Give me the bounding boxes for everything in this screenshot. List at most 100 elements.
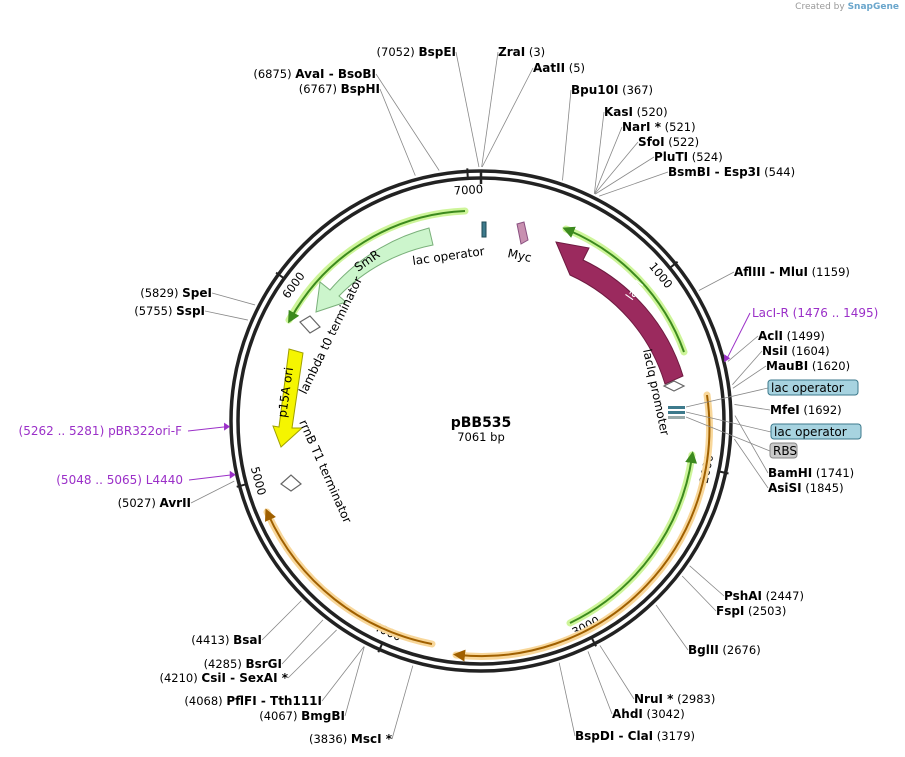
site-leader-line bbox=[379, 88, 416, 176]
boxed-leader-line bbox=[685, 411, 772, 433]
restriction-site-label[interactable]: NruI * (2983) bbox=[634, 692, 715, 706]
restriction-site-label[interactable]: (5829) SpeI bbox=[140, 286, 212, 300]
site-leader-line bbox=[594, 156, 655, 195]
restriction-site-label[interactable]: ZraI (3) bbox=[498, 45, 545, 59]
restriction-site-label[interactable]: (6767) BspHI bbox=[299, 82, 380, 96]
orange-orf-arrow bbox=[453, 394, 711, 662]
site-leader-line bbox=[734, 438, 769, 489]
tick-mark bbox=[466, 168, 469, 179]
restriction-site-label[interactable]: (4413) BsaI bbox=[191, 633, 262, 647]
restriction-site-label[interactable]: (5755) SspI bbox=[134, 304, 205, 318]
site-leader-line bbox=[375, 73, 440, 171]
boxed-leader-line bbox=[685, 387, 769, 408]
site-leader-line bbox=[599, 171, 669, 197]
restriction-site-label[interactable]: FspI (2503) bbox=[716, 604, 786, 618]
lacIq-promoter-arrow[interactable] bbox=[662, 380, 686, 392]
restriction-site-label[interactable]: KasI (520) bbox=[604, 105, 668, 119]
restriction-site-label[interactable]: (5027) AvrII bbox=[118, 496, 191, 510]
site-leader-line bbox=[594, 126, 623, 194]
site-leader-line bbox=[681, 575, 717, 612]
tick-label: 7000 bbox=[453, 182, 483, 198]
tick-label: 1000 bbox=[646, 259, 675, 291]
boxed-feature-label: RBS bbox=[773, 444, 797, 458]
orf-arcs bbox=[263, 207, 713, 662]
site-leader-line bbox=[281, 619, 324, 665]
restriction-site-label[interactable]: NsiI (1604) bbox=[762, 344, 830, 358]
restriction-site-label[interactable]: BglII (2676) bbox=[688, 643, 761, 657]
restriction-site-label[interactable]: PshAI (2447) bbox=[724, 589, 804, 603]
restriction-site-label[interactable]: AflIII - MluI (1159) bbox=[734, 265, 850, 279]
rrnb-t1-terminator-arrow[interactable] bbox=[280, 474, 302, 492]
site-leader-line bbox=[558, 662, 576, 737]
feature-myc[interactable] bbox=[516, 221, 529, 245]
site-leader-line bbox=[481, 51, 499, 168]
site-leader-line bbox=[734, 404, 771, 411]
site-leader-line bbox=[587, 651, 613, 715]
restriction-site-label[interactable]: BspDI - ClaI (3179) bbox=[575, 729, 695, 743]
restriction-site-label[interactable]: (4067) BmgBI bbox=[259, 709, 345, 723]
restriction-site-label[interactable]: MfeI (1692) bbox=[770, 403, 842, 417]
site-leader-line bbox=[287, 629, 337, 679]
site-leader-line bbox=[562, 89, 572, 181]
boxed-feature-box[interactable] bbox=[767, 379, 859, 396]
tick-mark bbox=[275, 271, 285, 280]
site-leader-line bbox=[344, 646, 365, 717]
restriction-site-label[interactable]: (7052) BspEI bbox=[377, 45, 456, 59]
restriction-site-label[interactable]: AatII (5) bbox=[533, 61, 585, 75]
site-leader-lines bbox=[190, 51, 771, 740]
feature-lac-operator-right-2[interactable] bbox=[668, 411, 685, 414]
feature-lac-operator-top[interactable] bbox=[481, 221, 487, 238]
site-leader-line bbox=[698, 271, 735, 291]
lambda-t0-terminator-arrow[interactable] bbox=[299, 315, 321, 334]
primer-label[interactable]: LacI-R (1476 .. 1495) bbox=[752, 306, 878, 320]
tick-mark bbox=[377, 642, 384, 653]
tick-mark bbox=[590, 636, 597, 647]
site-leader-line bbox=[727, 335, 759, 362]
restriction-site-label[interactable]: NarI * (521) bbox=[622, 120, 696, 134]
restriction-site-label[interactable]: (6875) AvaI - BsoBI bbox=[253, 67, 376, 81]
orange-left-orf-arrow bbox=[265, 508, 433, 645]
restriction-site-label[interactable]: (3836) MscI * bbox=[309, 732, 393, 746]
tick-mark bbox=[669, 260, 679, 269]
restriction-site-label[interactable]: PluTI (524) bbox=[654, 150, 723, 164]
restriction-site-label[interactable]: BsmBI - Esp3I (544) bbox=[668, 165, 795, 179]
feature-label-p15a-ori: p15A ori bbox=[275, 366, 296, 418]
boxed-feature-box[interactable] bbox=[769, 442, 798, 459]
site-leader-line bbox=[261, 600, 302, 641]
site-leader-line bbox=[689, 565, 725, 597]
feature-label-rrnb-t1: rrnB T1 terminator bbox=[296, 418, 354, 526]
restriction-site-label[interactable]: SfoI (522) bbox=[638, 135, 699, 149]
restriction-site-label[interactable]: (4285) BsrGI bbox=[204, 657, 282, 671]
site-leader-line bbox=[593, 111, 605, 194]
feature-p15a-ori-arrow[interactable] bbox=[272, 348, 304, 448]
boxed-feature-label: lac operator bbox=[774, 425, 847, 439]
feature-smr-arrow[interactable] bbox=[315, 227, 434, 313]
right-orf-arrow bbox=[569, 451, 698, 624]
restriction-site-label[interactable]: AhdI (3042) bbox=[612, 707, 685, 721]
boxed-feature-box[interactable] bbox=[770, 423, 862, 440]
site-leader-line bbox=[321, 646, 365, 702]
primer-leader-line bbox=[188, 474, 233, 481]
primer-label[interactable]: (5262 .. 5281) pBR322ori-F bbox=[19, 424, 183, 438]
restriction-site-labels: (7052) BspEI ZraI (3) AatII (5) (6875) AvaI… bbox=[118, 45, 855, 746]
restriction-site-label[interactable]: AsiSI (1845) bbox=[768, 481, 844, 495]
restriction-site-label[interactable]: MauBI (1620) bbox=[766, 359, 850, 373]
restriction-site-label[interactable]: (4210) CsiI - SexAI * bbox=[160, 671, 289, 685]
primer-arrow bbox=[724, 354, 731, 363]
restriction-site-label[interactable]: AclI (1499) bbox=[758, 329, 825, 343]
feature-laci-arrow[interactable] bbox=[555, 241, 684, 385]
restriction-site-label[interactable]: (4068) PflFI - Tth111I bbox=[184, 694, 322, 708]
site-leader-line bbox=[211, 292, 256, 306]
tick-mark bbox=[718, 470, 729, 475]
restriction-site-label[interactable]: BamHI (1741) bbox=[768, 466, 854, 480]
feature-lac-operator-right-1[interactable] bbox=[668, 406, 685, 409]
site-leader-line bbox=[481, 67, 534, 168]
features bbox=[272, 221, 686, 492]
feature-rbs[interactable] bbox=[668, 416, 685, 419]
site-leader-line bbox=[594, 141, 639, 195]
restriction-site-label[interactable]: Bpu10I (367) bbox=[571, 83, 653, 97]
primer-label[interactable]: (5048 .. 5065) L4440 bbox=[56, 473, 183, 487]
site-leader-line bbox=[655, 604, 689, 651]
